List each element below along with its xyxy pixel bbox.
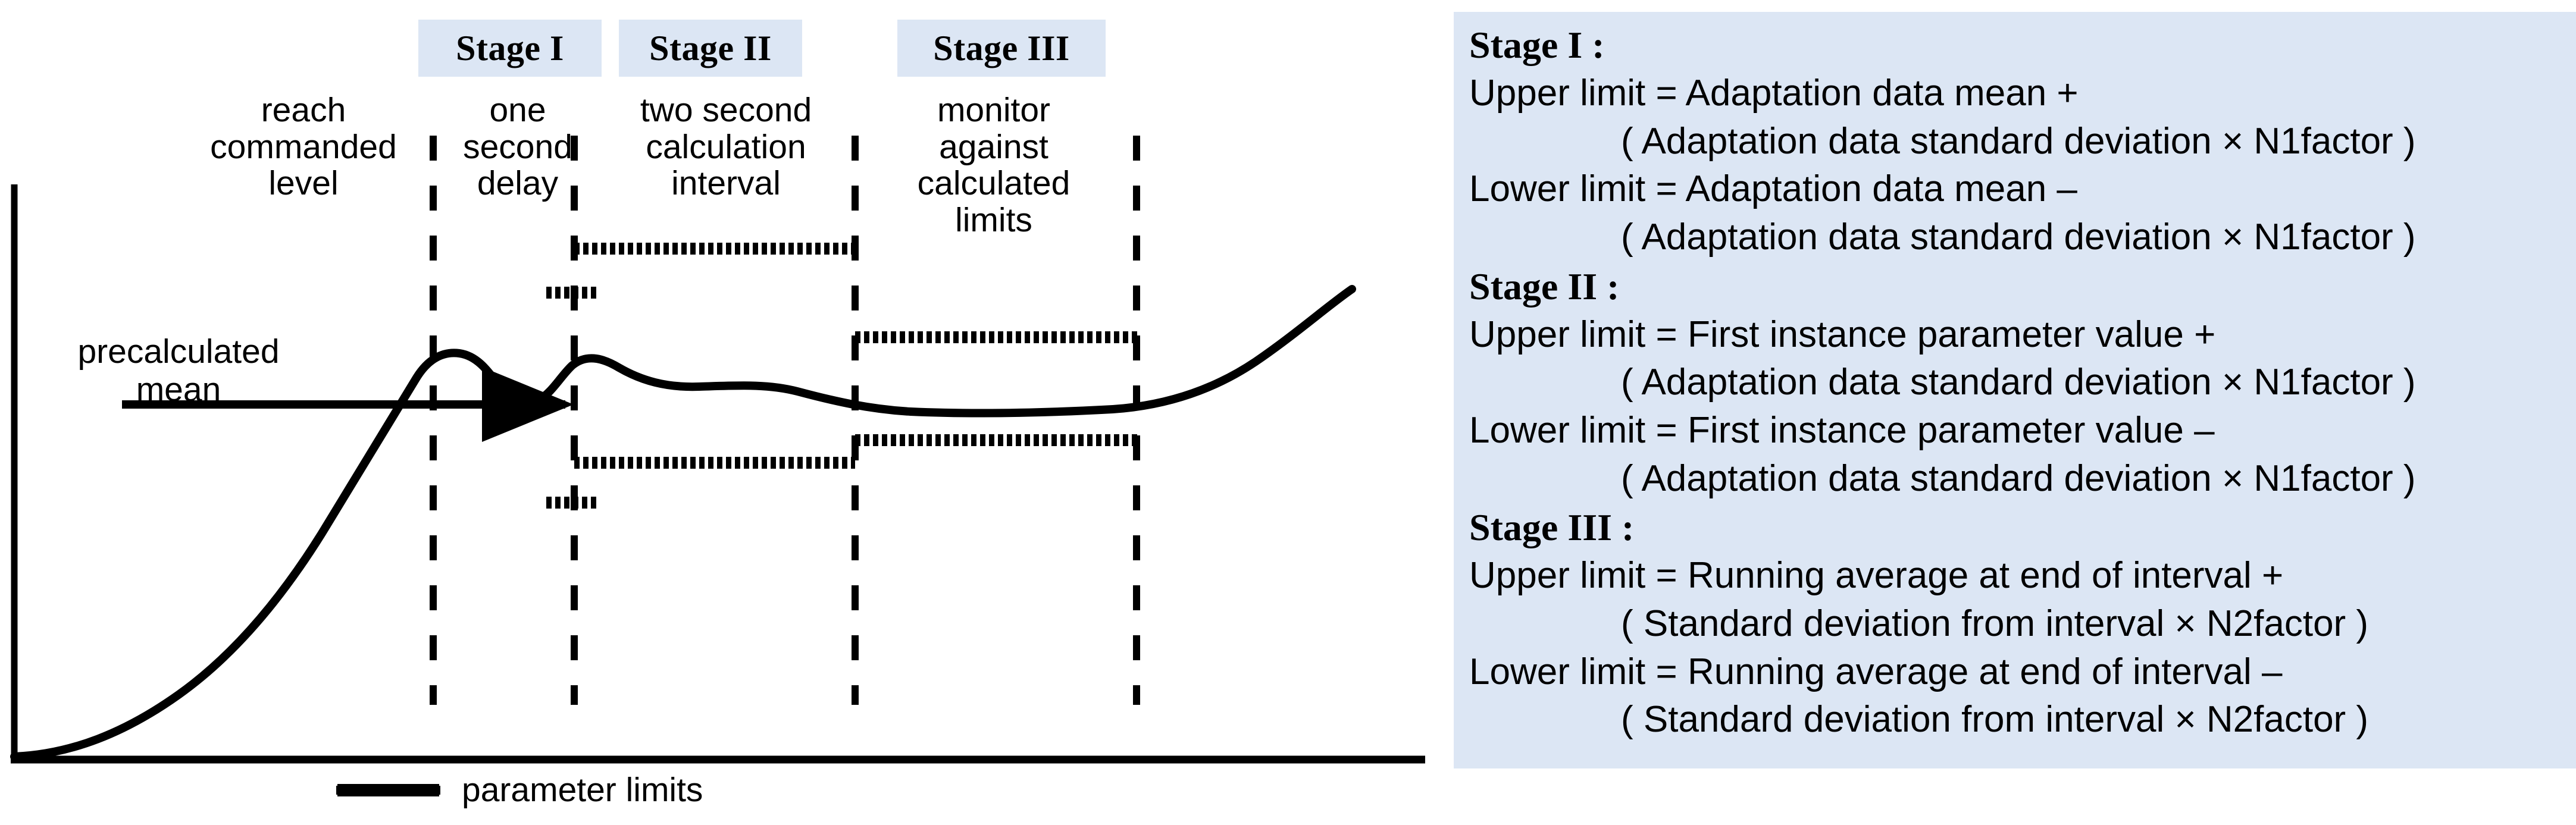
annotation-2-line-2: second xyxy=(463,127,572,166)
annotation-reach-commanded-level: reach commanded level xyxy=(179,92,428,202)
annotation-one-second-delay: one second delay xyxy=(437,92,598,202)
stage-3-formula-block: Stage III : Upper limit = Running averag… xyxy=(1454,503,2576,744)
stage-1-title: Stage I : xyxy=(1469,24,1605,66)
stage-2-title: Stage II : xyxy=(1469,265,1620,308)
annotation-monitor-against-calculated-limits: monitor against calculated limits xyxy=(869,92,1119,239)
diagram-canvas xyxy=(10,136,1425,764)
annotation-two-second-calculation-interval: two second calculation interval xyxy=(601,92,851,202)
precalculated-mean-line-1: precalculated xyxy=(77,332,280,371)
stage-chip-1-label: Stage I xyxy=(456,28,564,68)
stage-chip-2-label: Stage II xyxy=(649,28,772,68)
annotation-1-line-1: reach xyxy=(261,91,346,129)
stage-chip-2: Stage II xyxy=(619,20,802,77)
stage-1-lower-limit-term: ( Adaptation data standard deviation × N… xyxy=(1621,216,2416,258)
stage-formulas-panel: Stage I : Upper limit = Adaptation data … xyxy=(1454,12,2576,768)
annotation-2-line-1: one xyxy=(489,91,546,129)
stage-chip-1: Stage I xyxy=(418,20,602,77)
annotation-1-line-2: commanded xyxy=(210,127,397,166)
parameter-response-curve xyxy=(10,285,1356,761)
legend: parameter limits xyxy=(336,773,703,807)
annotation-4-line-3: calculated xyxy=(917,164,1071,203)
stage-2-upper-limit-formula: Upper limit = First instance parameter v… xyxy=(1469,313,2216,355)
precalculated-mean-label: precalculated mean xyxy=(51,332,306,409)
annotation-3-line-3: interval xyxy=(671,164,781,203)
annotation-4-line-4: limits xyxy=(955,200,1032,239)
stage-3-upper-limit-formula: Upper limit = Running average at end of … xyxy=(1469,555,2284,597)
stage-1-upper-limit-term: ( Adaptation data standard deviation × N… xyxy=(1621,120,2416,162)
stage-2-formula-block: Stage II : Upper limit = First instance … xyxy=(1454,262,2576,503)
parameter-limits-swatch-icon xyxy=(336,786,440,795)
stage-3-lower-limit-formula: Lower limit = Running average at end of … xyxy=(1469,651,2283,692)
stage-chip-3-label: Stage III xyxy=(933,28,1070,68)
stage-3-lower-limit-term: ( Standard deviation from interval × N2f… xyxy=(1621,699,2369,741)
stage-3-title: Stage III : xyxy=(1469,506,1635,549)
stage-chip-3: Stage III xyxy=(897,20,1106,77)
legend-label: parameter limits xyxy=(462,771,703,809)
stage-2-upper-limit-term: ( Adaptation data standard deviation × N… xyxy=(1621,362,2416,403)
annotation-3-line-1: two second xyxy=(640,91,812,129)
annotation-3-line-2: calculation xyxy=(646,127,806,166)
timeline-diagram: Stage I Stage II Stage III reach command… xyxy=(10,20,1425,807)
annotation-4-line-2: against xyxy=(939,127,1048,166)
stage-1-lower-limit-formula: Lower limit = Adaptation data mean – xyxy=(1469,168,2077,210)
stage-2-lower-limit-term: ( Adaptation data standard deviation × N… xyxy=(1621,457,2416,499)
annotation-4-line-1: monitor xyxy=(937,91,1051,129)
stage-3-upper-limit-term: ( Standard deviation from interval × N2f… xyxy=(1621,603,2369,644)
precalculated-mean-line-2: mean xyxy=(136,370,221,409)
stage-1-upper-limit-formula: Upper limit = Adaptation data mean + xyxy=(1469,73,2079,114)
stage-2-lower-limit-formula: Lower limit = First instance parameter v… xyxy=(1469,409,2215,451)
stage-1-formula-block: Stage I : Upper limit = Adaptation data … xyxy=(1454,20,2576,262)
annotation-2-line-3: delay xyxy=(477,164,559,203)
annotation-1-line-3: level xyxy=(268,164,339,203)
